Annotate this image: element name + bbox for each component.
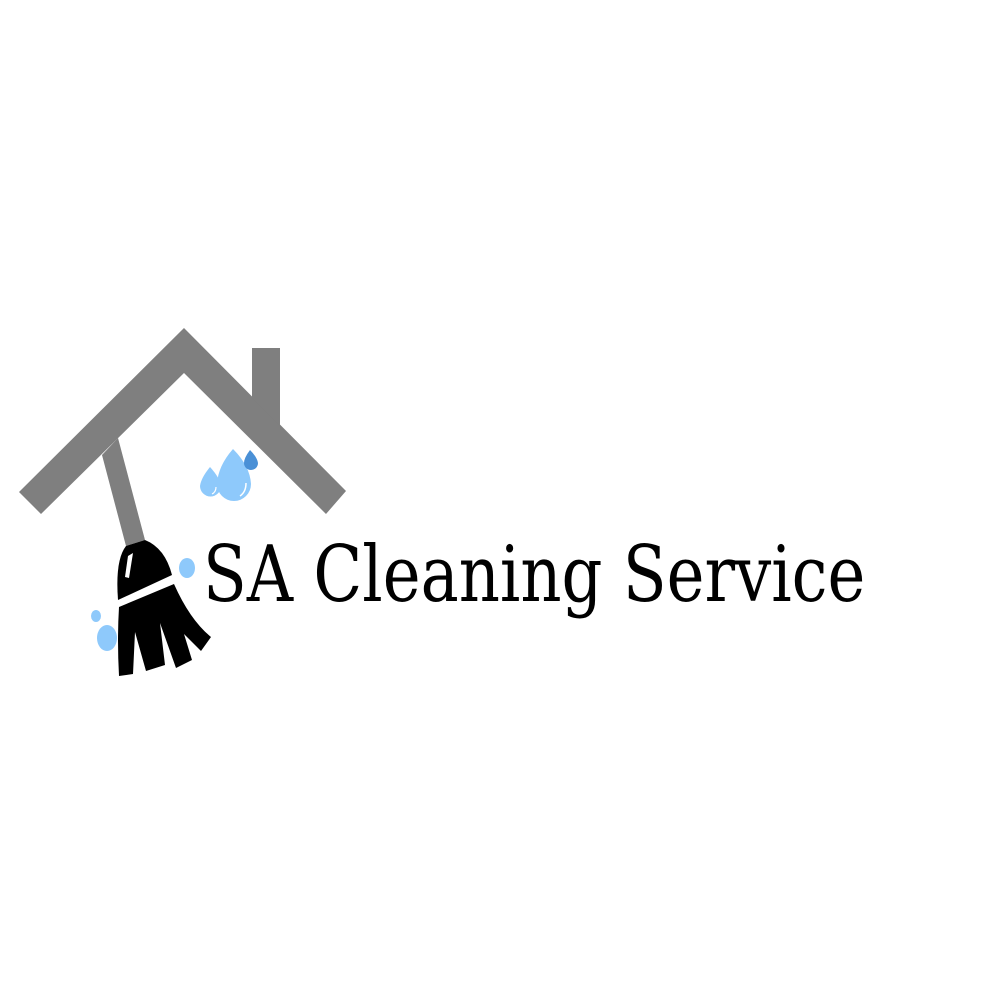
brand-name: SA Cleaning Service — [203, 530, 866, 620]
house-outline-icon — [19, 328, 346, 514]
bubbles-icon — [91, 558, 195, 651]
broom-icon — [102, 438, 211, 676]
water-drops-icon — [200, 449, 258, 501]
chimney-icon — [252, 348, 280, 426]
